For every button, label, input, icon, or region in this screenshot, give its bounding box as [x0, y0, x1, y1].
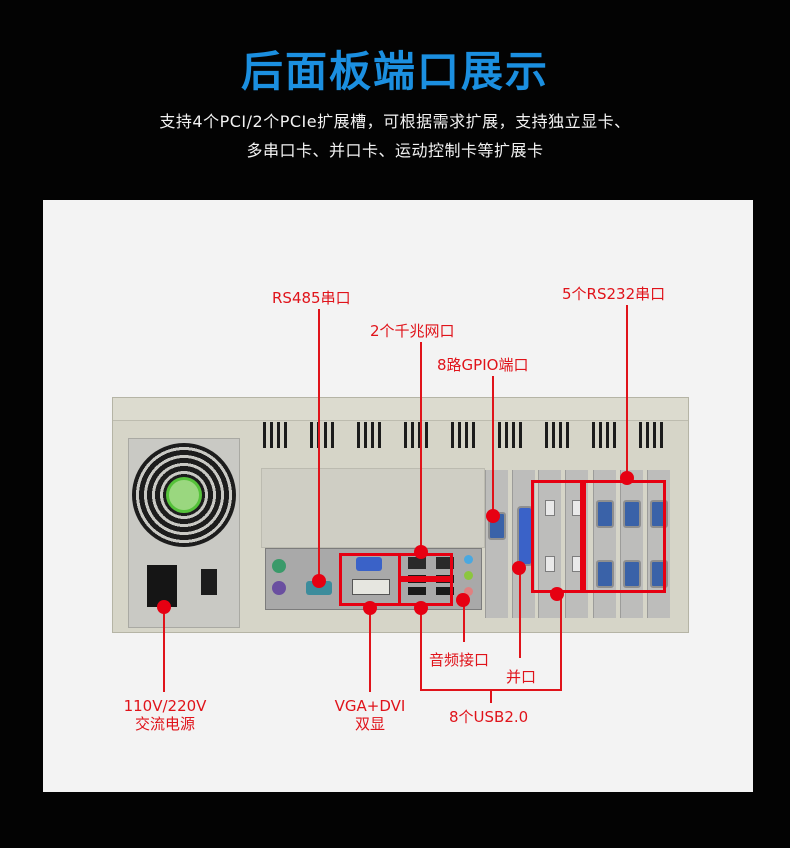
label-lan: 2个千兆网口	[370, 322, 455, 340]
vent-icon	[310, 422, 334, 448]
callout-dot	[312, 574, 326, 588]
ps2-mouse-icon	[272, 581, 286, 595]
lan-port-icon	[436, 557, 454, 569]
callout-dot	[486, 509, 500, 523]
rs232-port-icon	[596, 560, 614, 588]
lan-port-icon	[408, 557, 426, 569]
blank-expansion-area	[261, 468, 485, 548]
audio-line-in-icon	[464, 555, 473, 564]
power-supply-unit	[128, 438, 240, 628]
callout-dot	[414, 601, 428, 615]
ps2-keyboard-icon	[272, 559, 286, 573]
vent-icon	[498, 422, 522, 448]
vent-icon	[357, 422, 381, 448]
callout-dot	[456, 593, 470, 607]
label-parallel: 并口	[506, 668, 537, 686]
usb-cards-highlight	[531, 480, 583, 593]
subtitle-line-1: 支持4个PCI/2个PCIe扩展槽，可根据需求扩展，支持独立显卡、	[159, 112, 631, 131]
label-audio: 音频接口	[429, 651, 490, 669]
subtitle-line-2: 多串口卡、并口卡、运动控制卡等扩展卡	[246, 141, 544, 160]
serial-card-bracket	[593, 470, 616, 618]
callout-dot	[550, 587, 564, 601]
serial-card-bracket	[620, 470, 643, 618]
gpio-card-bracket	[485, 470, 508, 618]
vent-icon	[404, 422, 428, 448]
page-title: 后面板端口展示	[240, 47, 549, 96]
vga-port-icon	[356, 557, 382, 571]
usb-port-icon	[436, 587, 454, 595]
rs232-port-icon	[623, 560, 641, 588]
chassis-rear-panel	[112, 397, 689, 633]
rs232-ports-highlight	[583, 480, 666, 593]
usb-port-icon	[408, 587, 426, 595]
chassis-top-rail	[113, 398, 688, 421]
label-rs485: RS485串口	[272, 289, 351, 307]
audio-mic-icon	[464, 587, 473, 596]
label-gpio: 8路GPIO端口	[437, 356, 529, 374]
vent-icon	[545, 422, 569, 448]
vent-icon	[263, 422, 287, 448]
usb-port-icon	[545, 556, 555, 572]
callout-dot	[620, 471, 634, 485]
power-switch-icon	[201, 569, 217, 595]
usb-card-bracket	[538, 470, 561, 618]
callout-dot	[363, 601, 377, 615]
label-usb: 8个USB2.0	[449, 708, 529, 726]
vent-icon	[592, 422, 616, 448]
rs232-port-icon	[623, 500, 641, 528]
dvi-port-icon	[352, 579, 390, 595]
callout-dot	[157, 600, 171, 614]
label-rs232: 5个RS232串口	[562, 285, 666, 303]
rs232-port-icon	[596, 500, 614, 528]
fan-icon	[132, 443, 236, 547]
audio-line-out-icon	[464, 571, 473, 580]
display-ports-highlight	[339, 553, 401, 606]
vent-icon	[639, 422, 663, 448]
callout-dot	[414, 545, 428, 559]
usb-port-icon	[545, 500, 555, 516]
vent-icon	[451, 422, 475, 448]
callout-dot	[512, 561, 526, 575]
parallel-card-bracket	[512, 470, 535, 618]
